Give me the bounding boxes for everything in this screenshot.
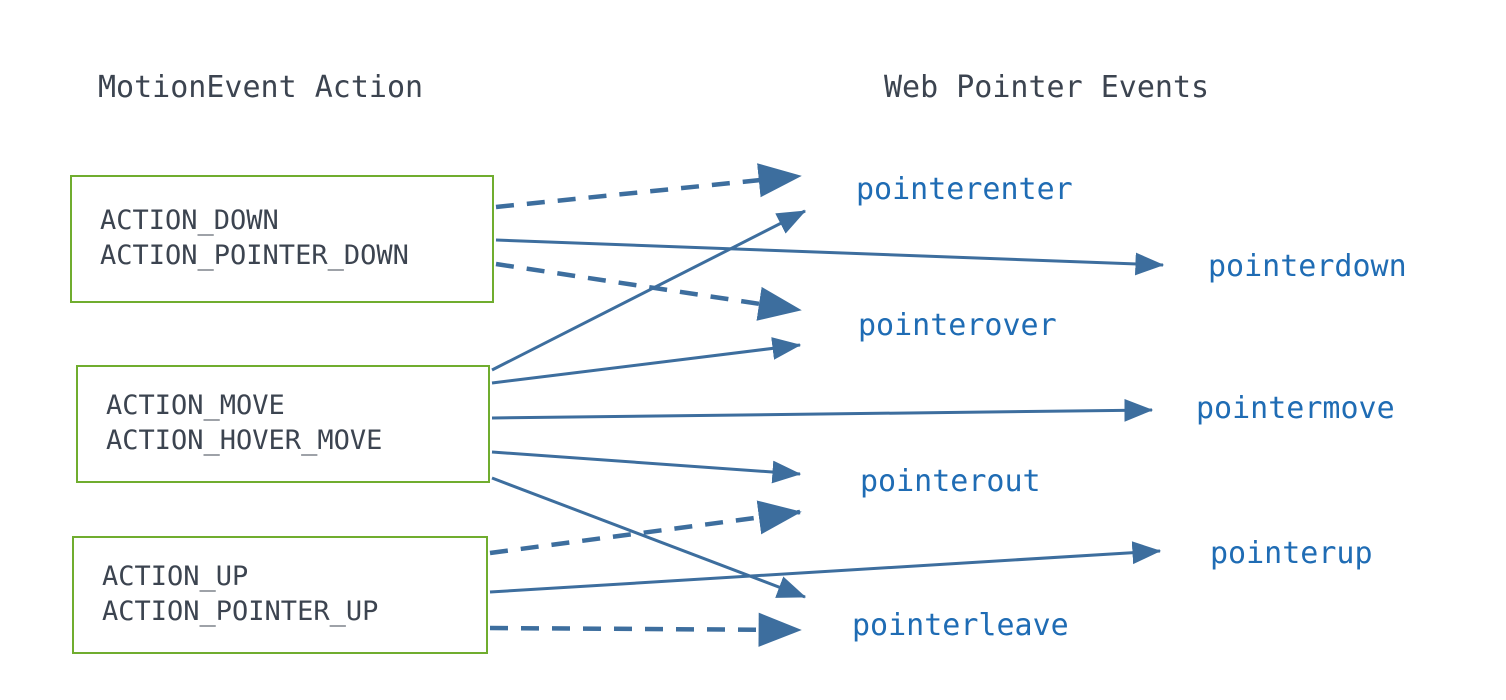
edge-down-to-pointerenter — [495, 163, 802, 210]
event-label-pointerup[interactable]: pointerup — [1210, 536, 1373, 571]
event-label-pointerout[interactable]: pointerout — [860, 464, 1041, 499]
edge-up-to-pointerleave — [489, 612, 802, 647]
event-label-pointerleave[interactable]: pointerleave — [852, 608, 1069, 643]
action-box-up-line-2: ACTION_POINTER_UP — [102, 596, 379, 627]
column-header-web-pointer-events: Web Pointer Events — [884, 70, 1210, 105]
action-box-move-line-1: ACTION_MOVE — [106, 390, 285, 422]
event-label-pointerdown[interactable]: pointerdown — [1208, 249, 1407, 284]
edge-move-to-pointerleave — [491, 476, 807, 599]
edge-move-to-pointerenter — [491, 209, 807, 372]
action-box-move-line-2: ACTION_HOVER_MOVE — [106, 425, 383, 456]
action-box-down[interactable]: ACTION_DOWN ACTION_POINTER_DOWN — [70, 175, 494, 303]
event-label-pointerenter[interactable]: pointerenter — [856, 172, 1073, 207]
action-box-up-line-1: ACTION_UP — [102, 561, 249, 593]
edge-up-to-pointerup — [489, 541, 1162, 594]
action-box-down-line-1: ACTION_DOWN — [100, 205, 279, 237]
edge-up-to-pointerout-dashed — [489, 500, 802, 556]
action-box-down-line-2: ACTION_POINTER_DOWN — [100, 240, 409, 271]
action-box-move[interactable]: ACTION_MOVE ACTION_HOVER_MOVE — [76, 365, 490, 483]
edge-move-to-pointerout — [491, 450, 802, 484]
action-box-up[interactable]: ACTION_UP ACTION_POINTER_UP — [72, 536, 488, 654]
edge-down-to-pointerover — [495, 261, 802, 321]
event-label-pointerover[interactable]: pointerover — [858, 308, 1057, 343]
column-header-motionevent: MotionEvent Action — [98, 70, 424, 105]
edge-move-to-pointerover — [491, 337, 802, 385]
event-label-pointermove[interactable]: pointermove — [1196, 391, 1395, 426]
edge-move-to-pointermove — [491, 398, 1154, 422]
edge-down-to-pointerdown — [495, 238, 1165, 276]
